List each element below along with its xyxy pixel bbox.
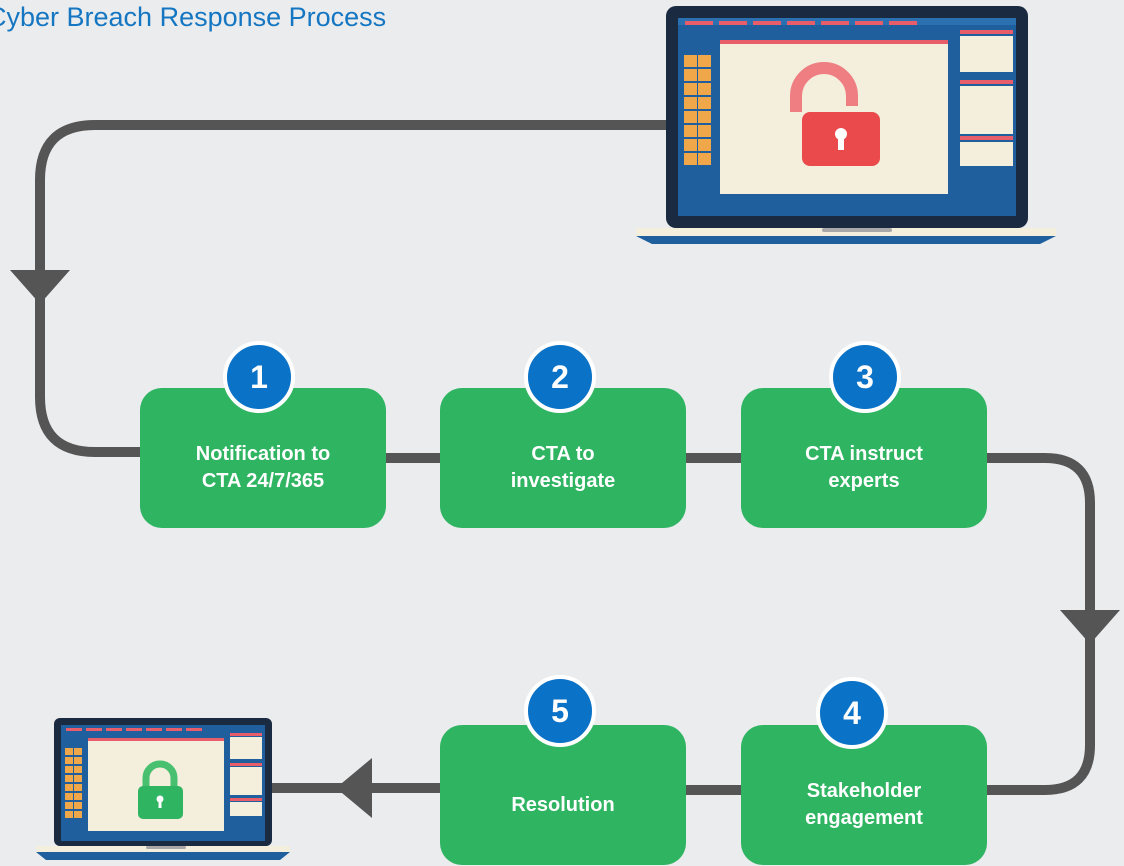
step-5-box: Resolution [440,725,686,865]
step-4-badge: 4 [816,677,888,749]
step-3-label: CTA instruct experts [805,443,923,492]
unlocked-padlock-icon [790,62,880,166]
diagram-title: Cyber Breach Response Process [0,2,387,32]
step-2-badge: 2 [524,341,596,413]
arrow-down-right [1060,610,1120,644]
step-1-label: Notification to CTA 24/7/365 [195,443,331,492]
locked-padlock-icon [138,760,183,819]
step-1-badge: 1 [223,341,295,413]
step-3-badge: 3 [829,341,901,413]
laptop-breach [636,6,1056,244]
step-2-label: CTA to investigate [510,443,616,492]
step-4-label: Stakeholder engagement [805,780,923,829]
step-4-box: Stakeholder engagement [741,725,987,865]
arrow-left-bottom [336,758,372,818]
laptop-secure [36,718,290,860]
arrow-down-left [10,270,70,304]
step-5-badge: 5 [524,675,596,747]
step-5-label: Resolution [511,793,615,816]
